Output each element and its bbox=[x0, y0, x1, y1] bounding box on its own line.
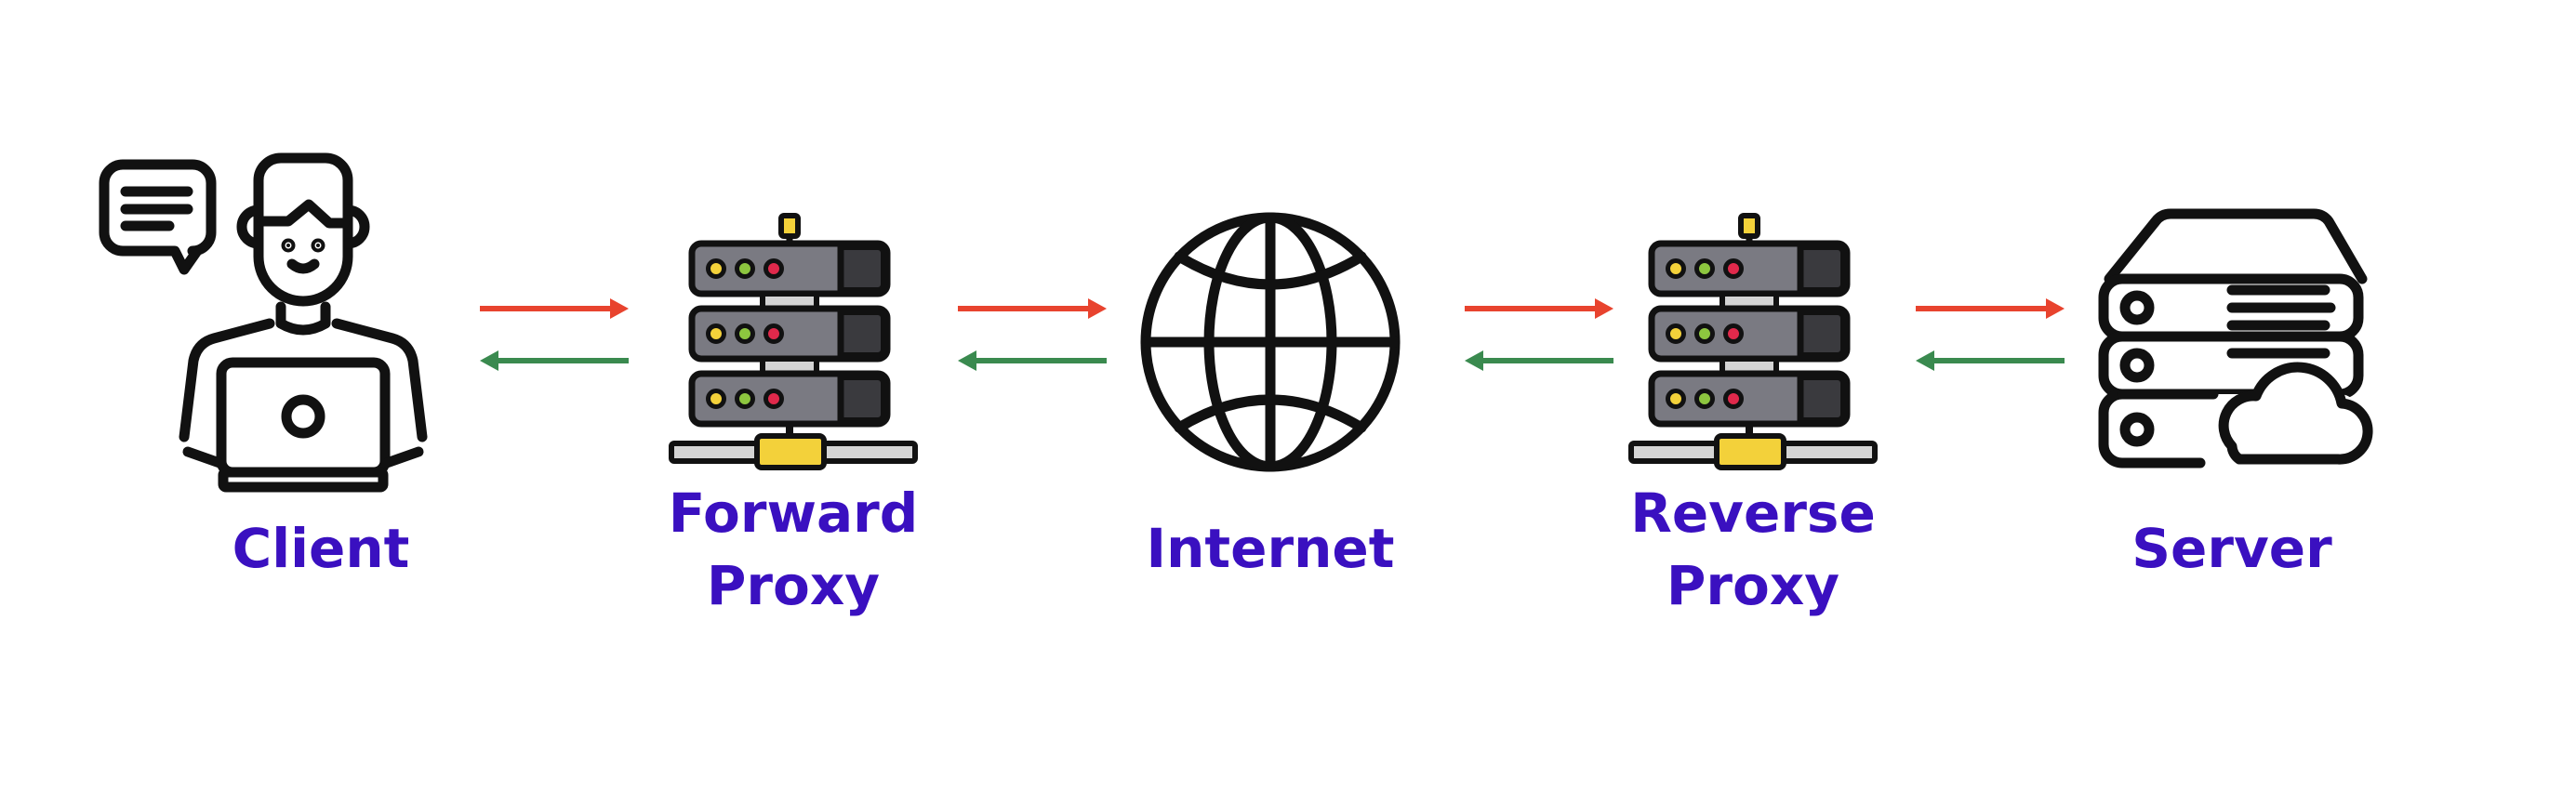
server-rack-icon bbox=[671, 216, 915, 468]
request-arrow-internet-to-reverse-proxy bbox=[1465, 298, 1613, 319]
response-arrow-forward-proxy-to-client bbox=[480, 350, 629, 371]
label-forward-proxy-line-2: Proxy bbox=[707, 554, 880, 617]
connection-arrows bbox=[480, 298, 2065, 371]
label-server-line-1: Server bbox=[2131, 517, 2332, 580]
server-rack-icon bbox=[1631, 216, 1875, 468]
response-arrow-server-to-reverse-proxy bbox=[1916, 350, 2065, 371]
label-client-line-1: Client bbox=[232, 517, 410, 580]
request-arrow-client-to-forward-proxy bbox=[480, 298, 629, 319]
person-laptop-icon bbox=[99, 152, 428, 493]
request-arrow-reverse-proxy-to-server bbox=[1916, 298, 2065, 319]
label-forward-proxy-line-1: Forward bbox=[669, 482, 919, 545]
response-arrow-internet-to-forward-proxy bbox=[958, 350, 1107, 371]
label-reverse-proxy-line-2: Proxy bbox=[1666, 554, 1839, 617]
label-internet-line-1: Internet bbox=[1147, 517, 1395, 580]
response-arrow-reverse-proxy-to-internet bbox=[1465, 350, 1613, 371]
label-reverse-proxy-line-1: Reverse bbox=[1630, 482, 1876, 545]
cloud-server-icon bbox=[2098, 208, 2373, 468]
request-arrow-forward-proxy-to-internet bbox=[958, 298, 1107, 319]
globe-icon bbox=[1140, 212, 1401, 472]
